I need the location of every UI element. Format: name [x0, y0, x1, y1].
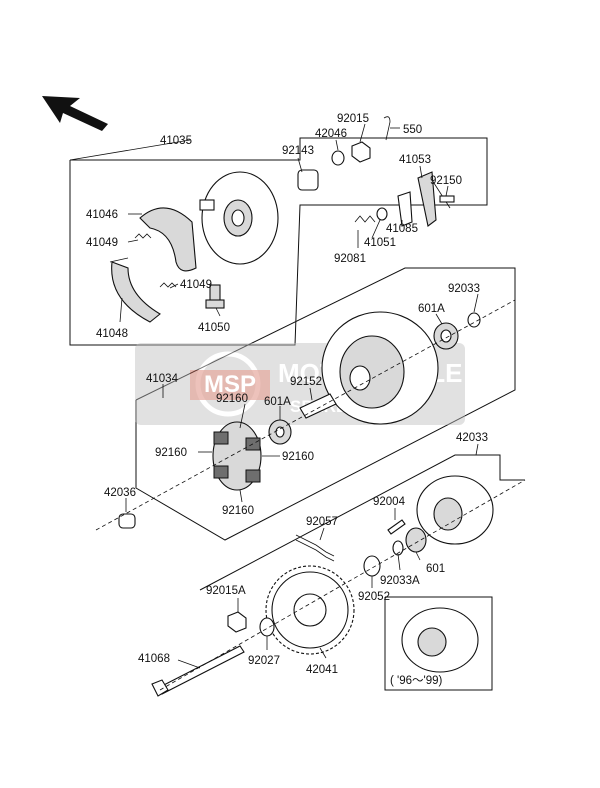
collar-92143 — [297, 169, 319, 191]
label-92160-top: 92160 — [216, 393, 248, 405]
inset-year-range: ( '96～'99) — [390, 675, 442, 687]
label-92143: 92143 — [282, 145, 314, 157]
bearing-601a-mid — [268, 419, 292, 445]
label-92057: 92057 — [306, 516, 338, 528]
label-92015: 92015 — [337, 113, 369, 125]
chain-92057 — [295, 534, 335, 562]
label-41068: 41068 — [138, 653, 170, 665]
label-41035: 41035 — [160, 135, 192, 147]
label-41053: 41053 — [399, 154, 431, 166]
label-92033a: 92033A — [380, 575, 420, 587]
label-92150: 92150 — [430, 175, 462, 187]
nut-92015a — [227, 611, 247, 633]
label-92160-left: 92160 — [155, 447, 187, 459]
brake-panel — [199, 171, 279, 265]
collar-42036 — [118, 513, 136, 529]
bearing-601 — [405, 527, 427, 553]
brake-shoe-lower — [109, 257, 161, 323]
hub-assembly-frame — [135, 267, 516, 541]
label-41034: 41034 — [146, 373, 179, 385]
brake-lever-41053 — [417, 171, 451, 227]
label-41050: 41050 — [198, 322, 230, 334]
brake-shoe-upper — [139, 207, 197, 272]
inset-frame — [384, 596, 493, 691]
label-601a-mid: 601A — [264, 396, 291, 408]
rubber-damper — [212, 421, 262, 491]
nut-92015 — [351, 141, 371, 163]
brake-cam — [205, 284, 225, 309]
label-41049-lower: 41049 — [180, 279, 212, 291]
spring-icon — [134, 233, 177, 288]
circlip-92033 — [467, 312, 481, 328]
label-41085: 41085 — [386, 223, 418, 235]
label-92052: 92052 — [358, 591, 390, 603]
label-41046: 41046 — [86, 209, 118, 221]
collar-92052 — [363, 555, 381, 577]
label-92004: 92004 — [373, 496, 406, 508]
label-41048: 41048 — [96, 328, 128, 340]
indicator-41085 — [397, 191, 413, 227]
stud-92004 — [387, 519, 406, 535]
front-direction-arrow-icon — [42, 96, 108, 131]
collar-92027 — [259, 617, 275, 637]
label-42046: 42046 — [315, 128, 347, 140]
label-92152: 92152 — [290, 376, 322, 388]
axle-41068 — [151, 645, 245, 697]
label-601: 601 — [426, 563, 445, 575]
label-42036: 42036 — [104, 487, 136, 499]
label-601a-top: 601A — [418, 303, 445, 315]
label-92033: 92033 — [448, 283, 480, 295]
bolt-92150 — [439, 195, 455, 203]
washer-42046 — [331, 150, 345, 166]
wheel-hub — [321, 311, 439, 425]
bearing-601a-top — [433, 322, 459, 350]
label-92015a: 92015A — [206, 585, 246, 597]
label-92027: 92027 — [248, 655, 280, 667]
label-92081: 92081 — [334, 253, 366, 265]
label-42041: 42041 — [306, 664, 338, 676]
label-42033: 42033 — [456, 432, 488, 444]
label-92160-bottom: 92160 — [222, 505, 254, 517]
sprocket-assembly-frame — [199, 454, 525, 591]
cotter-pin-550 — [383, 116, 391, 141]
label-92160-right: 92160 — [282, 451, 314, 463]
watermark-logo-text: MSP — [204, 371, 256, 398]
seal-41051 — [376, 207, 388, 221]
brake-assembly-frame — [69, 137, 488, 346]
label-550: 550 — [403, 124, 422, 136]
leader-lines — [119, 123, 479, 669]
label-41049-upper: 41049 — [86, 237, 118, 249]
sprocket-coupling — [416, 475, 494, 545]
label-41051: 41051 — [364, 237, 396, 249]
inset-coupling — [401, 607, 479, 673]
spring-92081 — [354, 215, 376, 223]
rear-sprocket-42041 — [265, 565, 355, 655]
collar-92152 — [299, 393, 337, 419]
